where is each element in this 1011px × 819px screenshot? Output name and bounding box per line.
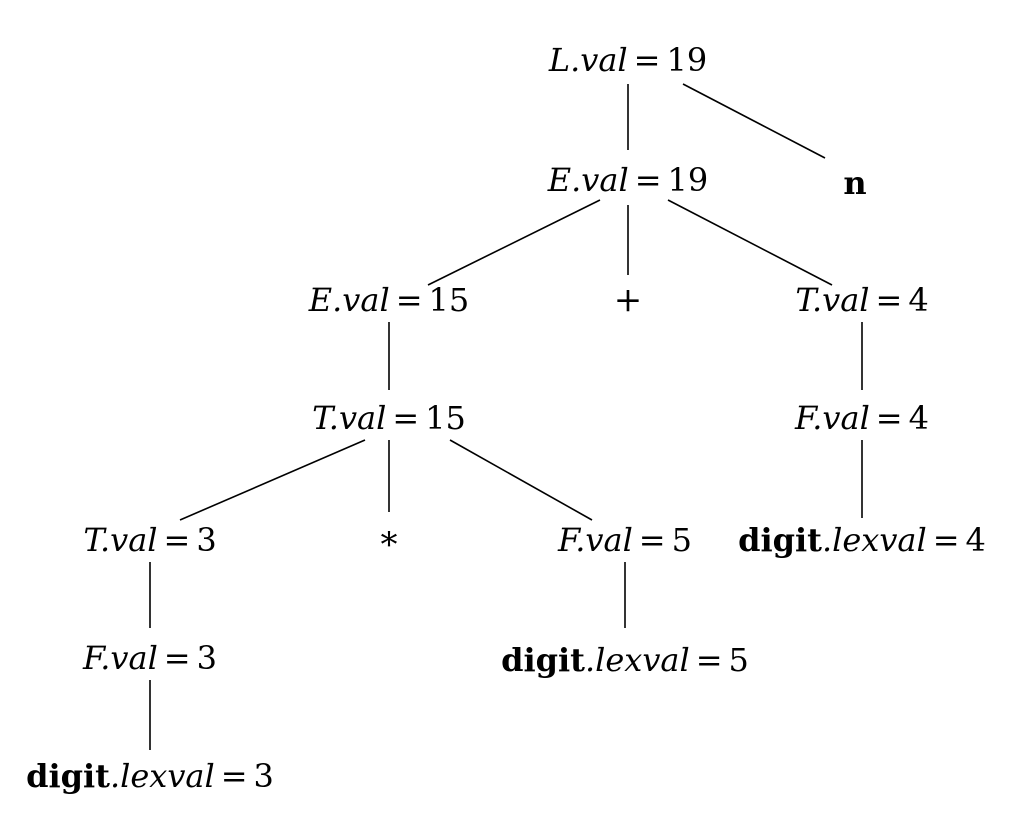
node-attr: val (585, 521, 633, 559)
node-attr: val (338, 399, 387, 437)
node-head: T (312, 399, 329, 437)
equals-sign: = (220, 757, 248, 795)
edge-E-T (667, 199, 833, 286)
node-T-val-mid: T.val=15 (312, 399, 466, 437)
node-head: T (795, 281, 812, 319)
edge-T15-T3 (179, 439, 366, 521)
equals-sign: = (392, 399, 420, 437)
node-value: 4 (908, 281, 929, 319)
node-value: 4 (965, 521, 986, 559)
node-attr: val (342, 281, 390, 319)
node-attr: lexval (832, 521, 927, 559)
node-attr: val (822, 399, 870, 437)
node-label: + (613, 280, 643, 320)
node-attr: val (110, 521, 158, 559)
node-head: F (83, 639, 101, 677)
equals-sign: = (634, 161, 662, 199)
node-E-val-mid: E.val=15 (308, 281, 470, 319)
node-head: F (795, 399, 813, 437)
equals-sign: = (163, 521, 191, 559)
equals-sign: = (163, 639, 191, 677)
node-T-val-left: T.val=3 (83, 521, 217, 559)
node-star-token: * (381, 528, 398, 562)
equals-sign: = (932, 521, 960, 559)
node-value: 3 (196, 521, 217, 559)
node-value: 3 (196, 639, 217, 677)
node-head: digit (26, 757, 110, 795)
node-F-val-right: F.val=4 (795, 399, 929, 437)
node-value: 15 (425, 399, 466, 437)
node-value: 19 (666, 41, 708, 79)
node-value: 3 (253, 757, 274, 795)
node-n-token: n (843, 167, 866, 199)
node-attr: lexval (595, 641, 690, 679)
node-head: digit (501, 641, 585, 679)
node-value: 5 (671, 521, 692, 559)
node-head: T (83, 521, 100, 559)
node-digit-lexval-left: digit.lexval=3 (26, 757, 274, 795)
equals-sign: = (875, 281, 903, 319)
node-attr: val (581, 161, 629, 199)
node-T-val-right: T.val=4 (795, 281, 929, 319)
edge-T15-F5 (449, 439, 593, 521)
node-digit-lexval-mid: digit.lexval=5 (501, 641, 749, 679)
node-E-val-top: E.val=19 (547, 161, 709, 199)
equals-sign: = (395, 281, 423, 319)
node-head: L (548, 41, 571, 79)
node-attr: val (822, 281, 870, 319)
equals-sign: = (875, 399, 903, 437)
node-value: 5 (728, 641, 749, 679)
node-digit-lexval-right: digit.lexval=4 (738, 521, 986, 559)
node-head: digit (738, 521, 822, 559)
node-label: * (380, 525, 398, 565)
equals-sign: = (695, 641, 723, 679)
equals-sign: = (638, 521, 666, 559)
node-F-val-mid: F.val=5 (558, 521, 692, 559)
edge-L-n (682, 83, 826, 159)
node-attr: val (110, 639, 158, 677)
node-F-val-left: F.val=3 (83, 639, 217, 677)
node-head: F (558, 521, 576, 559)
equals-sign: = (633, 41, 661, 79)
node-plus-token: + (614, 283, 643, 317)
node-head: E (308, 281, 333, 319)
node-label: n (843, 164, 867, 202)
node-attr: lexval (120, 757, 215, 795)
node-head: E (547, 161, 572, 199)
node-attr: val (580, 41, 628, 79)
node-value: 4 (908, 399, 929, 437)
node-value: 19 (667, 161, 709, 199)
node-L-val: L.val=19 (548, 41, 708, 79)
edge-E-E (427, 199, 601, 286)
node-value: 15 (428, 281, 470, 319)
